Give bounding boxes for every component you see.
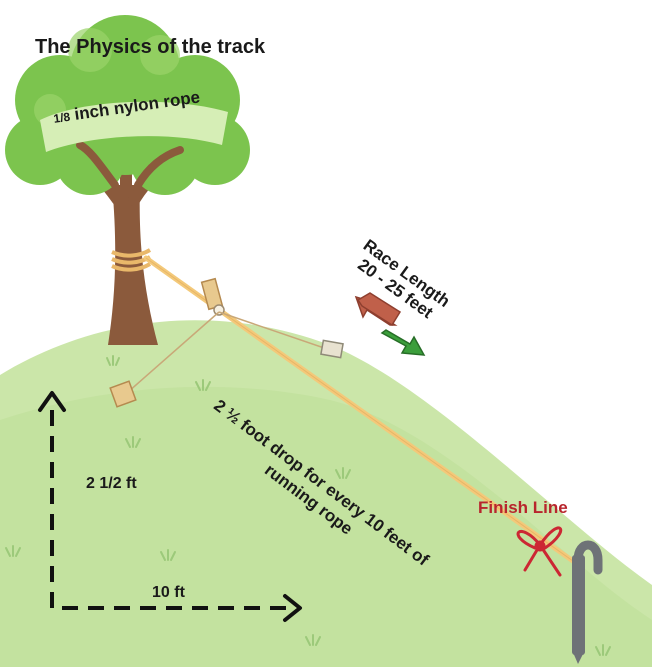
vertical-axis-label: 2 1/2 ft — [86, 475, 137, 492]
hill-shade — [0, 386, 652, 667]
weight-string — [218, 311, 331, 351]
stake-hook — [573, 540, 603, 575]
finish-line-label: Finish Line — [478, 498, 568, 517]
canopy-highlights — [34, 28, 180, 126]
rope-label-banner — [40, 101, 228, 152]
finish-ribbon — [516, 526, 563, 577]
tree-branch — [134, 146, 184, 189]
rope-fraction: 1/8 — [52, 109, 72, 126]
racer-pulley — [200, 277, 225, 316]
tree-branch — [76, 141, 119, 189]
diagram-title: The Physics of the track — [35, 36, 266, 58]
grass-tufts — [5, 355, 611, 656]
horizontal-arrowhead — [283, 594, 302, 622]
weight-block — [109, 380, 137, 408]
weight-block — [320, 339, 344, 359]
vertical-arrowhead — [38, 391, 66, 412]
stake — [572, 555, 585, 655]
arrow-up-left-body — [356, 292, 402, 327]
weight-string — [127, 311, 220, 393]
arrow-down-right — [380, 329, 426, 356]
horizontal-axis-label: 10 ft — [152, 584, 185, 601]
